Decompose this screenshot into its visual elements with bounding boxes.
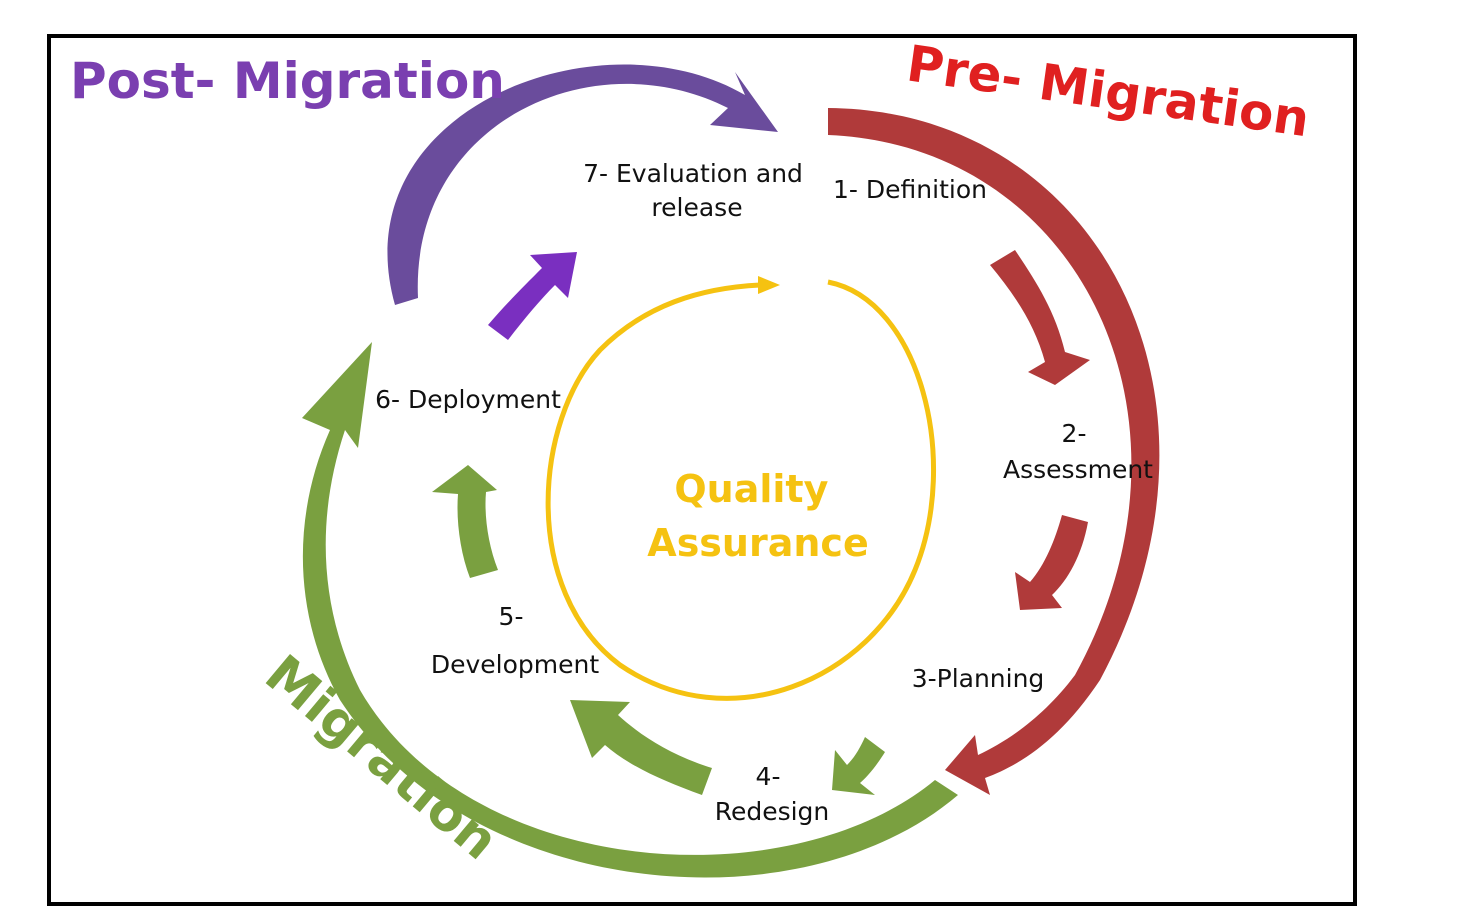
migration-outer-arrow [302,342,958,878]
arrow-development-to-deployment [432,465,498,578]
step-7-evaluation: 7- Evaluation and release [583,159,811,222]
step-7-line-1: 7- Evaluation and [583,159,803,188]
step-5-line-1: 5- [499,602,524,631]
step-1-definition: 1- Definition [833,175,987,204]
step-4-redesign: 4- Redesign [715,762,830,826]
step-3-line-1: 3-Planning [912,664,1045,693]
quality-assurance-loop [545,279,936,701]
step-2-line-2: Assessment [1003,455,1153,484]
step-2-assessment: 2- Assessment [1003,419,1153,484]
arrow-deployment-to-evaluation [488,252,577,340]
qa-line-2: Assurance [647,521,868,565]
arrow-assessment-to-planning [1015,515,1088,610]
step-6-line-1: 6- Deployment [375,385,561,414]
step-5-development: 5- Development [431,602,599,679]
quality-assurance-arrowhead [758,276,780,294]
quality-assurance-label: Quality Assurance [647,467,868,565]
step-1-line-1: 1- Definition [833,175,987,204]
step-7-line-2: release [651,193,742,222]
step-3-planning: 3-Planning [912,664,1045,693]
step-2-line-1: 2- [1062,419,1087,448]
qa-line-1: Quality [674,467,828,511]
step-6-deployment: 6- Deployment [375,385,561,414]
arrow-planning-to-redesign [832,737,885,795]
step-4-line-1: 4- [756,762,781,791]
arrow-definition-to-assessment [990,250,1090,385]
arrow-redesign-to-development [570,700,712,795]
step-4-line-2: Redesign [715,797,830,826]
step-5-line-2: Development [431,650,599,679]
post-migration-title: Post- Migration [70,52,505,110]
post-migration-outer-arrow [387,64,778,305]
